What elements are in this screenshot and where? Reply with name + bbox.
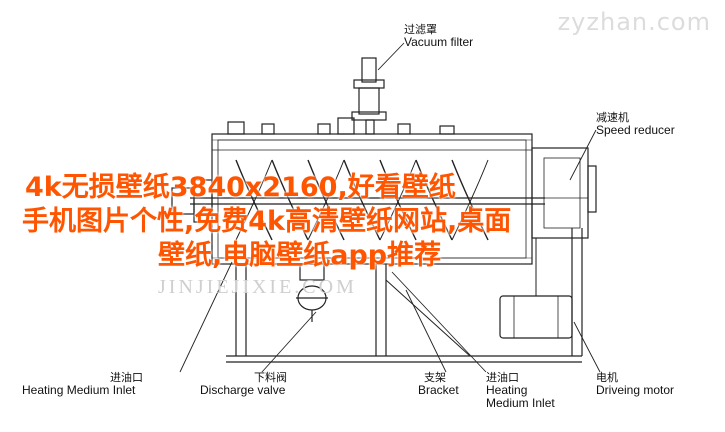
overlay-title-line-3: 壁纸,电脑壁纸app推荐 — [158, 240, 442, 271]
label-driving-motor: 电机 Driveing motor — [596, 372, 675, 398]
site-watermark: zyzhan.com — [557, 8, 711, 36]
vessel-body — [211, 117, 533, 265]
label-speed-reducer: 减速机 Speed reducer — [596, 112, 675, 138]
label-discharge-valve: 下料阀 Discharge valve — [200, 372, 287, 398]
drive-motor-part — [499, 238, 573, 339]
label-heating-inlet-left: 进油口 Heating Medium Inlet — [22, 372, 143, 398]
agitator — [171, 159, 545, 241]
label-bracket: 支架 Bracket — [418, 372, 459, 398]
speed-reducer-part — [531, 147, 597, 239]
overlay-title-line-1: 4k无损壁纸3840x2160,好看壁纸 — [25, 172, 456, 203]
leader-lines — [179, 42, 601, 373]
vacuum-filter-part — [351, 57, 387, 135]
overlay-title-line-2: 手机图片个性,免费4k高清壁纸网站,桌面 — [22, 206, 512, 237]
brand-watermark: JINJIEJIXIE.COM — [158, 276, 357, 298]
label-vacuum-filter: 过滤罩 Vacuum filter — [404, 24, 474, 50]
discharge-valve-part — [296, 263, 328, 322]
label-heating-inlet-right: 进油口 Heating Medium Inlet — [486, 372, 555, 411]
